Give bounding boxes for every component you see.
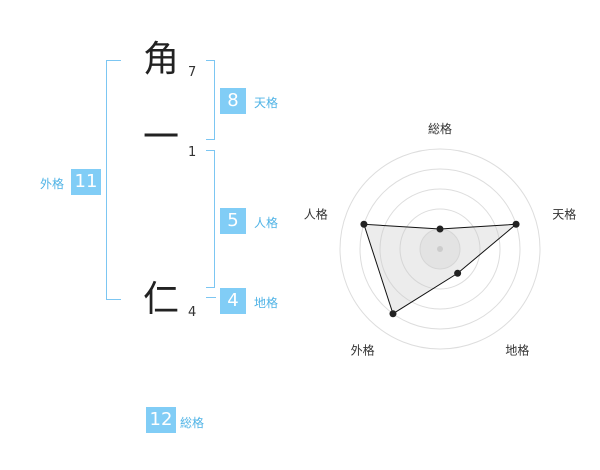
chikaku-badge: 4 [220, 288, 246, 314]
jinkaku-label: 人格 [254, 216, 279, 230]
chikaku-bracket [206, 297, 216, 298]
radar-points [360, 220, 520, 318]
radar-axis-label-chikaku: 地格 [505, 343, 529, 358]
radar-point-1 [512, 220, 520, 228]
jinkaku-badge: 5 [220, 208, 246, 234]
radar-point-0 [436, 225, 444, 233]
radar-ring-4 [359, 168, 521, 330]
name-char-3: 仁 [142, 279, 179, 320]
gaikaku-label: 外格 [40, 177, 65, 191]
radar-axis-label-soukaku: 総格 [428, 121, 452, 136]
radar-ring-5 [339, 148, 541, 350]
gaikaku-badge: 11 [71, 169, 101, 195]
gaikaku-bracket [106, 60, 121, 300]
radar-axis-label-gaikaku: 外格 [351, 343, 375, 358]
stroke-count-3: 4 [188, 305, 197, 320]
radar-axis-label-jinkaku: 人格 [304, 207, 328, 222]
name-char-2: 一 [142, 117, 179, 158]
tenkaku-bracket [206, 60, 215, 140]
radar-ring-3 [379, 188, 501, 310]
radar-ring-2 [399, 208, 481, 290]
radar-point-2 [454, 269, 462, 277]
radar-axis-label-tenkaku: 天格 [552, 207, 576, 222]
tenkaku-label: 天格 [254, 96, 279, 110]
chikaku-label: 地格 [254, 296, 279, 310]
radar-point-3 [389, 310, 397, 318]
stroke-count-2: 1 [188, 145, 197, 160]
stroke-count-1: 7 [188, 65, 197, 80]
radar-center [437, 246, 443, 252]
soukaku-badge: 12 [146, 407, 176, 433]
radar-area [363, 223, 518, 315]
name-char-1: 角 [142, 39, 179, 80]
soukaku-label: 総格 [180, 416, 205, 430]
jinkaku-bracket [206, 150, 215, 288]
radar-point-4 [360, 220, 368, 228]
tenkaku-badge: 8 [220, 88, 246, 114]
